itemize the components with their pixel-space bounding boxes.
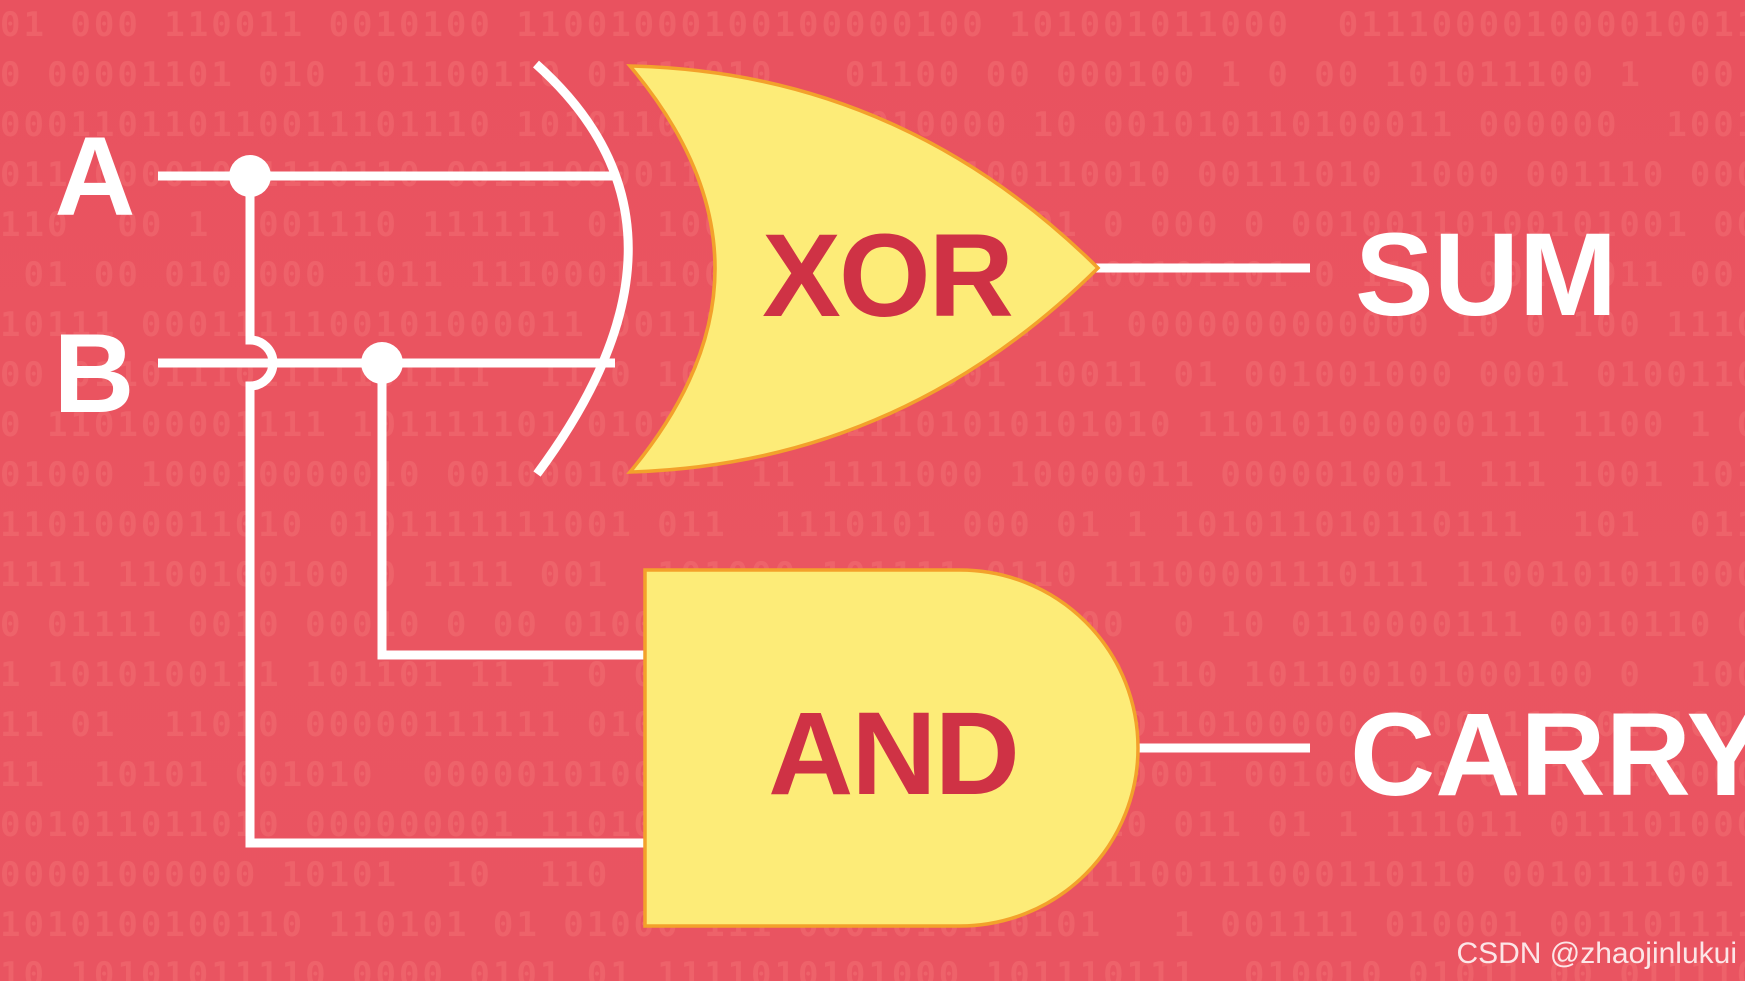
wire-b-to-and [377,363,645,660]
input-a-label: A [55,114,136,239]
xor-input-arc [533,60,633,477]
xor-gate-label: XOR [762,210,1012,342]
output-carry-label: CARRY [1350,689,1745,821]
watermark: CSDN @zhaojinlukui [1456,937,1737,970]
xor-gate [626,64,1101,474]
and-gate [643,568,1140,928]
junction-dot-a [229,155,271,197]
output-sum-label: SUM [1355,209,1617,341]
input-b-label: B [54,311,135,436]
junction-dot-b [361,342,403,384]
and-gate-label: AND [768,688,1018,820]
wire-a-to-and [245,176,645,848]
